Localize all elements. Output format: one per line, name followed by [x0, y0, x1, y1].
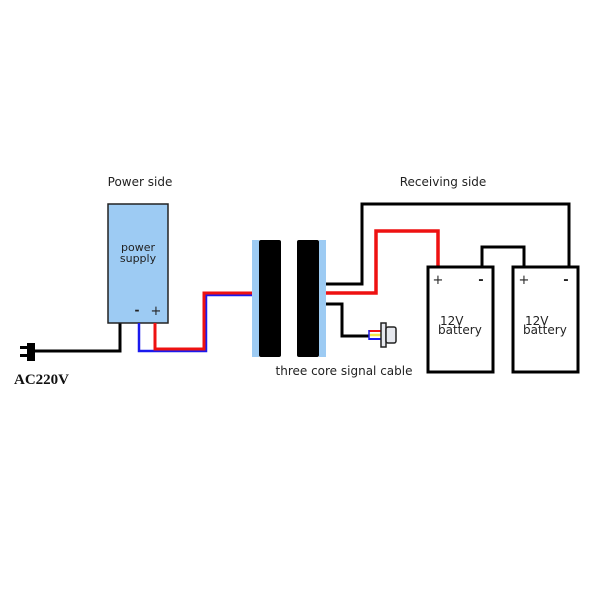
battery-1-label-line2: battery: [438, 323, 482, 337]
plug-icon: [20, 343, 35, 361]
power-supply-label-line2: supply: [120, 252, 157, 265]
battery-1: + - 12V battery: [426, 265, 495, 374]
battery-1-label-line1: 12V: [440, 314, 464, 328]
supply-negative-terminal: -: [135, 303, 140, 317]
receiver-wires: [326, 202, 571, 338]
battery-1-negative-terminal: -: [478, 273, 483, 288]
battery-2: + - 12V battery: [511, 265, 580, 374]
power-side-title: Power side: [108, 175, 173, 189]
battery-2-positive-terminal: +: [519, 273, 530, 288]
receiving-side-title: Receiving side: [400, 175, 487, 189]
induction-coil-icon: [252, 240, 326, 357]
battery-1-positive-terminal: +: [433, 273, 444, 288]
signal-cable-label: three core signal cable: [276, 364, 413, 378]
ac-input-wire: [32, 323, 122, 353]
battery-2-negative-terminal: -: [563, 273, 568, 288]
battery-2-label-line2: battery: [523, 323, 567, 337]
ac-input-label: AC220V: [14, 372, 69, 388]
battery-2-label-line1: 12V: [525, 314, 549, 328]
connector-plug-icon: [368, 322, 397, 348]
supply-output-wires: [137, 291, 252, 353]
supply-positive-terminal: +: [151, 304, 162, 319]
power-supply-label-line1: power: [121, 241, 155, 254]
power-supply: power supply - +: [107, 203, 169, 324]
